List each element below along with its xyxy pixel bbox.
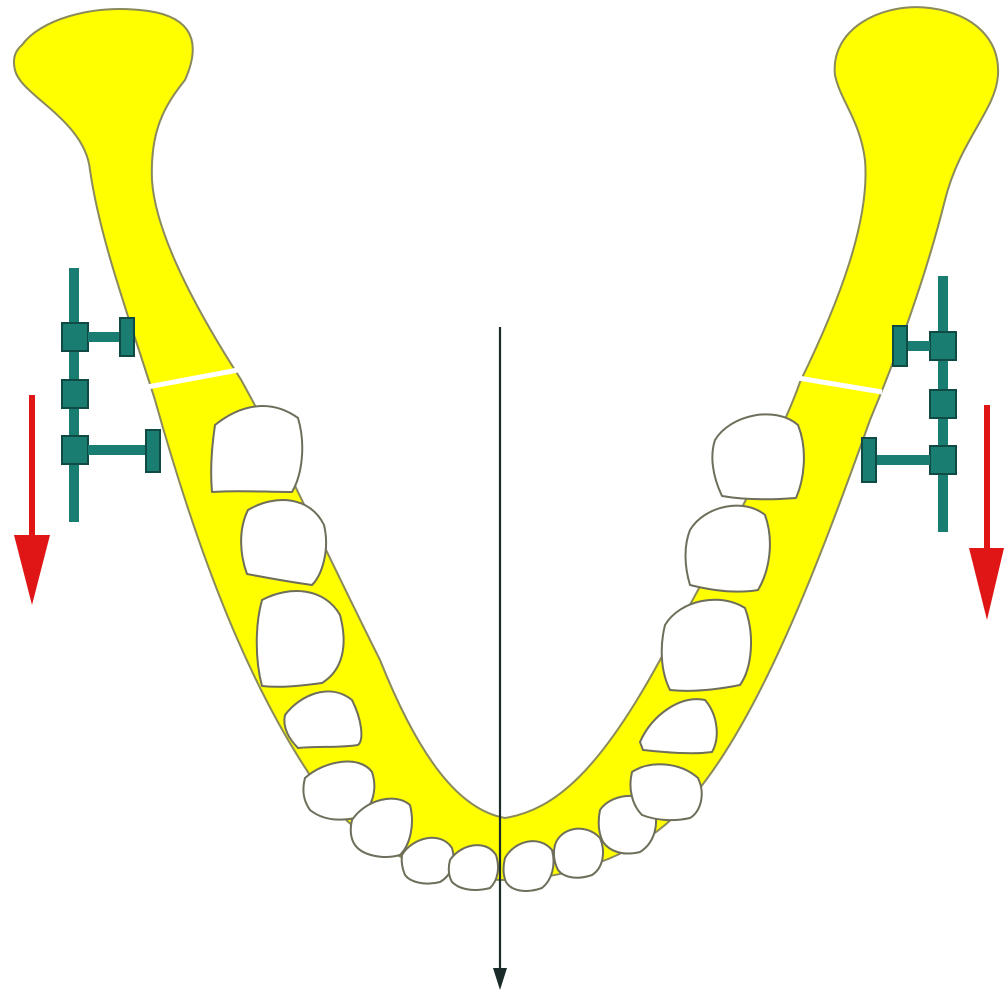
tooth <box>257 591 344 687</box>
device-block-left-bottom <box>62 436 88 464</box>
tooth <box>662 600 751 691</box>
midline-arrow-head <box>493 968 507 990</box>
mandible <box>14 7 998 880</box>
arrow-head-right <box>969 548 1004 620</box>
tooth <box>686 506 770 592</box>
device-block-left-middle <box>62 380 88 408</box>
tooth <box>449 845 498 890</box>
tooth <box>630 764 701 820</box>
tooth <box>554 829 603 878</box>
device-clamp-left-bottom <box>146 430 160 472</box>
device-clamp-right-top <box>893 326 907 366</box>
device-block-left-top <box>62 323 88 351</box>
device-clamp-right-bottom <box>862 438 876 482</box>
device-block-right-bottom <box>930 446 956 474</box>
device-block-right-middle <box>930 390 956 418</box>
movement-arrow-right <box>969 405 1004 620</box>
tooth <box>211 406 302 492</box>
tooth <box>241 500 326 585</box>
tooth <box>712 414 804 499</box>
device-block-right-top <box>930 332 956 360</box>
tooth <box>504 841 554 891</box>
device-clamp-left-top <box>120 318 134 356</box>
movement-arrow-left <box>14 395 50 605</box>
arrow-head-left <box>14 535 50 605</box>
